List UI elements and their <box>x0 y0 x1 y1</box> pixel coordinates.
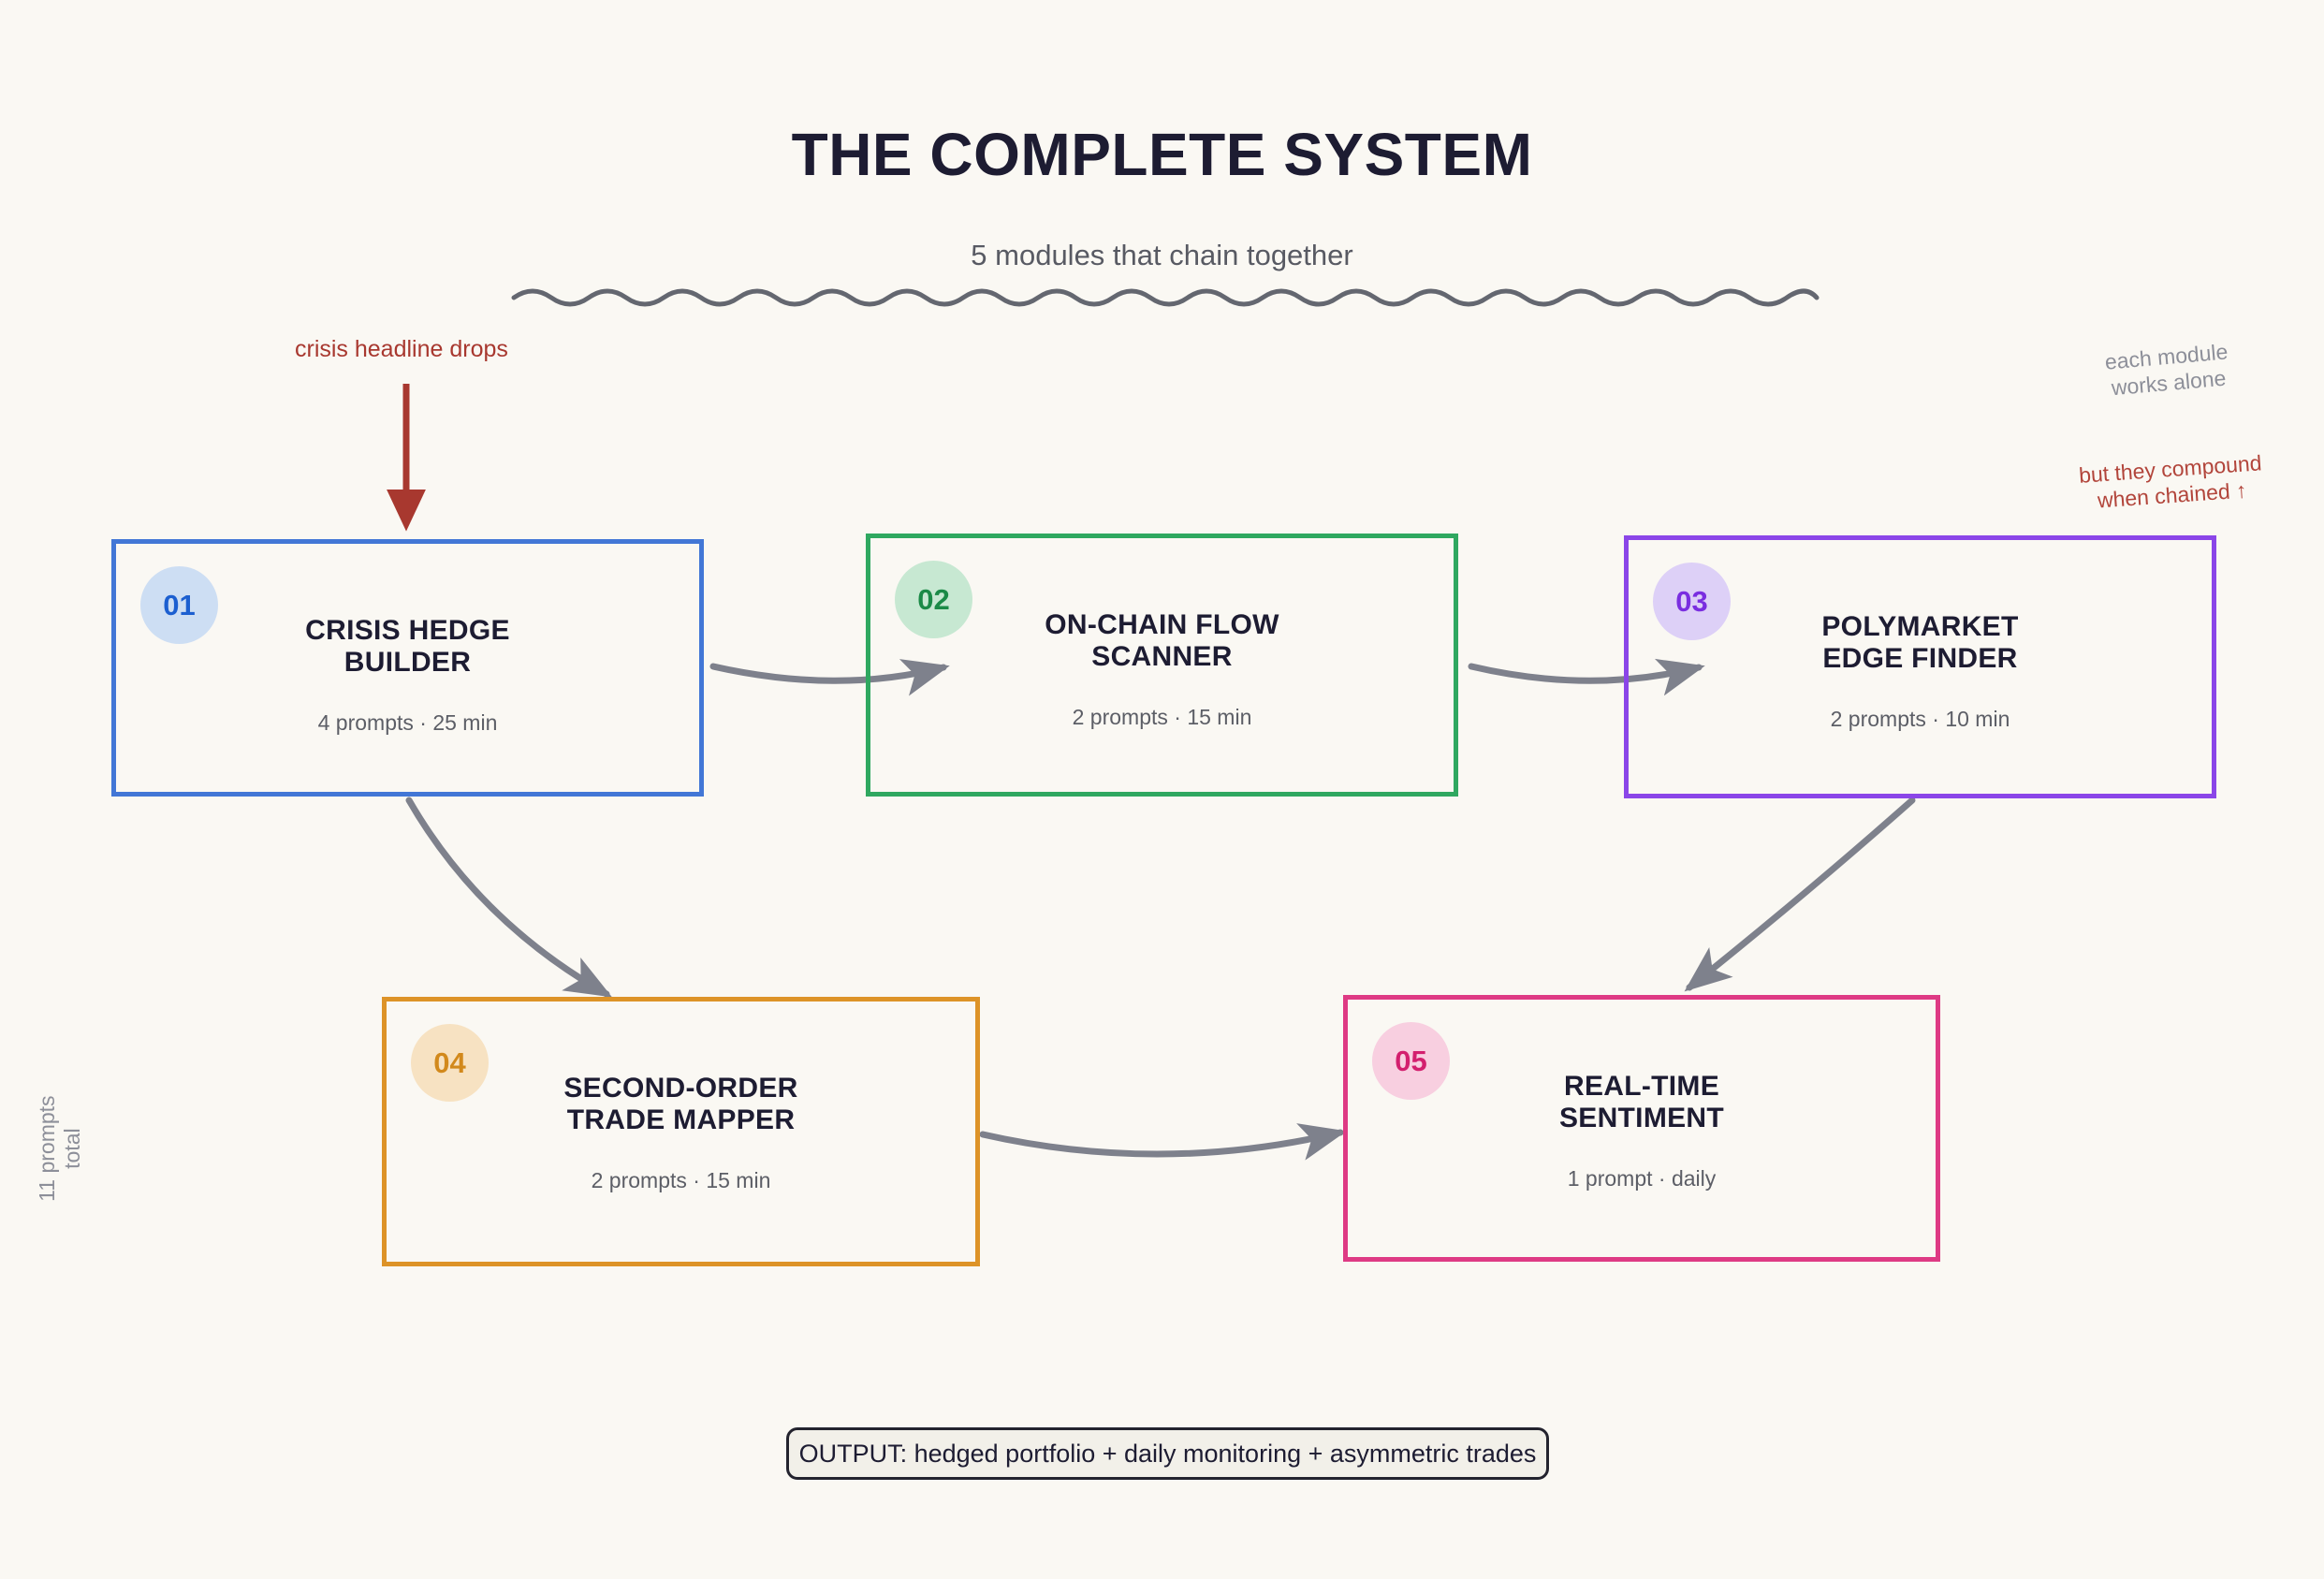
module-title-01: CRISIS HEDGE BUILDER <box>305 615 510 678</box>
module-card-04[interactable]: 04 SECOND-ORDER TRADE MAPPER 2 prompts ·… <box>382 997 980 1266</box>
module-title-02: ON-CHAIN FLOW SCANNER <box>1045 609 1279 672</box>
module-card-01[interactable]: 01 CRISIS HEDGE BUILDER 4 prompts · 25 m… <box>111 539 704 797</box>
module-card-05[interactable]: 05 REAL-TIME SENTIMENT 1 prompt · daily <box>1343 995 1940 1262</box>
module-number-04: 04 <box>433 1045 466 1079</box>
squiggle-underline <box>511 288 1820 307</box>
annotation-works-alone: each module works alone <box>2103 339 2229 400</box>
module-number-badge-01: 01 <box>140 566 218 644</box>
module-number-badge-05: 05 <box>1372 1022 1450 1100</box>
annotation-compound-when-chained: but they compound when chained ↑ <box>2078 450 2263 513</box>
module-meta-03: 2 prompts · 10 min <box>1830 707 2010 731</box>
module-number-03: 03 <box>1675 584 1708 618</box>
module-meta-05: 1 prompt · daily <box>1567 1166 1717 1191</box>
module-number-05: 05 <box>1395 1044 1427 1077</box>
page-title: THE COMPLETE SYSTEM <box>791 121 1533 188</box>
module-title-04: SECOND-ORDER TRADE MAPPER <box>563 1073 798 1135</box>
output-summary-box: OUTPUT: hedged portfolio + daily monitor… <box>786 1427 1549 1480</box>
module-meta-01: 4 prompts · 25 min <box>317 710 498 735</box>
module-meta-04: 2 prompts · 15 min <box>591 1168 771 1192</box>
module-number-02: 02 <box>917 582 950 616</box>
arrow-03-to-05 <box>1684 797 1916 992</box>
output-label: OUTPUT: hedged portfolio + daily monitor… <box>798 1439 1537 1468</box>
module-card-03[interactable]: 03 POLYMARKET EDGE FINDER 2 prompts · 10… <box>1624 535 2216 798</box>
module-number-badge-04: 04 <box>411 1024 489 1102</box>
page-subtitle: 5 modules that chain together <box>971 239 1353 271</box>
module-number-badge-02: 02 <box>895 561 972 638</box>
module-title-05: REAL-TIME SENTIMENT <box>1558 1071 1725 1133</box>
module-meta-02: 2 prompts · 15 min <box>1072 705 1252 729</box>
module-number-01: 01 <box>163 588 196 621</box>
annotation-crisis-trigger: crisis headline drops <box>295 336 508 362</box>
arrow-01-to-04 <box>405 797 613 998</box>
annotation-total-prompts: 11 prompts total <box>34 1095 84 1202</box>
module-card-02[interactable]: 02 ON-CHAIN FLOW SCANNER 2 prompts · 15 … <box>866 534 1458 797</box>
arrow-04-to-05 <box>979 1123 1347 1161</box>
module-title-03: POLYMARKET EDGE FINDER <box>1821 611 2019 674</box>
module-number-badge-03: 03 <box>1653 563 1731 640</box>
